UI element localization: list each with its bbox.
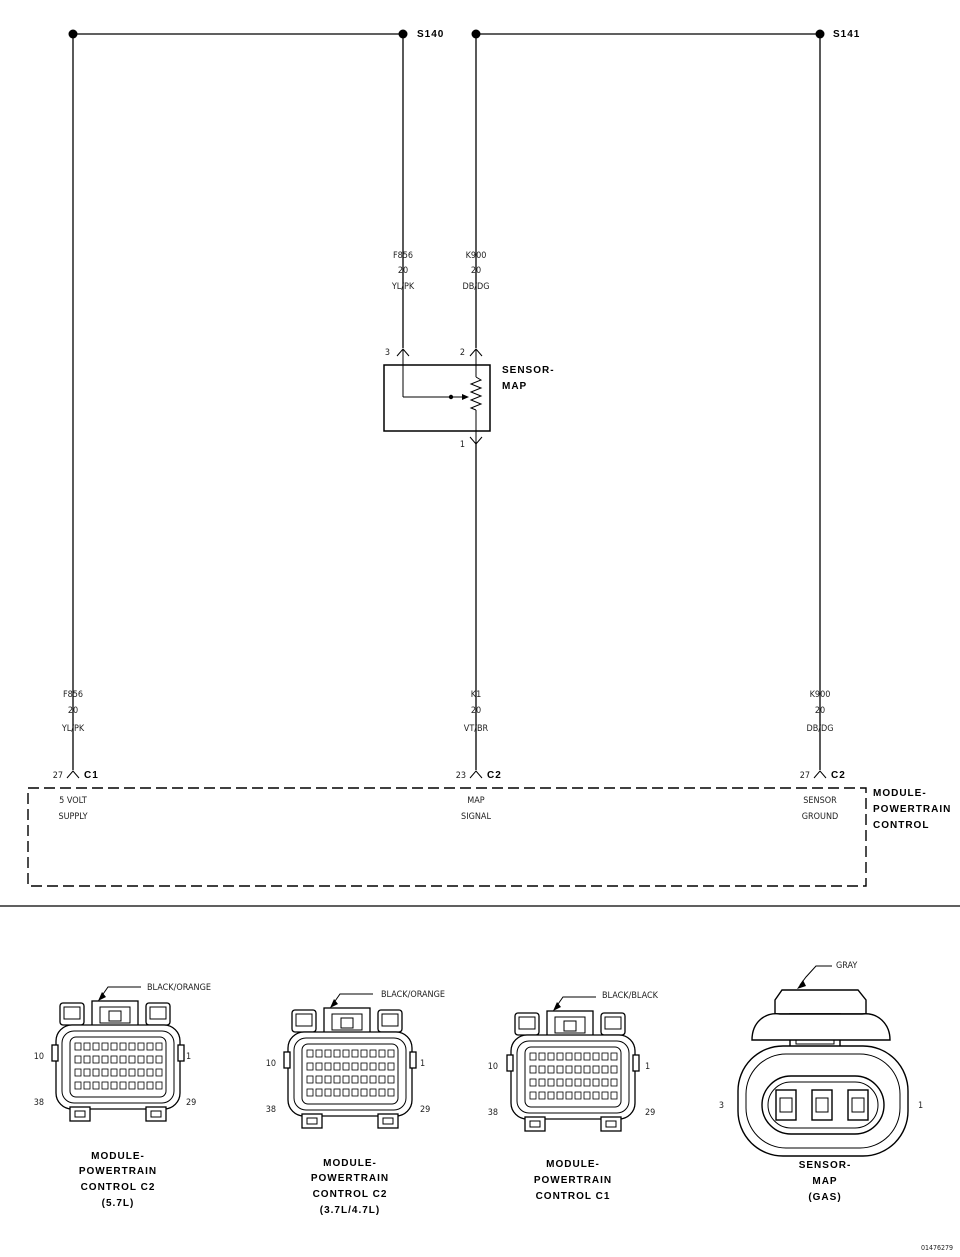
wire-label-f856-pcm: F856 20 YL/PK <box>61 690 85 734</box>
svg-text:38: 38 <box>34 1098 44 1108</box>
svg-text:29: 29 <box>186 1098 196 1108</box>
pcm-module-box <box>27 787 867 887</box>
figure-id: 01476279 <box>921 1244 953 1252</box>
svg-text:F856: F856 <box>63 690 83 700</box>
svg-text:C1: C1 <box>84 770 99 781</box>
svg-text:1: 1 <box>918 1101 923 1111</box>
connector-pcm-c2-5-7l <box>51 986 185 1122</box>
sensor-name-line2: MAP <box>502 381 527 392</box>
map-sensor: 3 2 1 SENSOR- MAP <box>383 348 555 450</box>
svg-text:1: 1 <box>186 1052 191 1062</box>
wire-label-f856-sensor: F856 20 YL/PK <box>391 251 415 292</box>
svg-text:CONTROL C1: CONTROL C1 <box>536 1191 611 1202</box>
svg-text:(5.7L): (5.7L) <box>102 1198 135 1209</box>
connector-labels-2: BLACK/ORANGE 10 1 38 29 MODULE- POWERTRA… <box>266 990 445 1216</box>
svg-text:10: 10 <box>266 1059 276 1069</box>
svg-text:F856: F856 <box>393 251 413 261</box>
svg-text:MODULE-: MODULE- <box>546 1159 600 1170</box>
svg-text:BLACK/ORANGE: BLACK/ORANGE <box>381 990 445 1000</box>
svg-text:DB/DG: DB/DG <box>806 724 833 734</box>
pcm-pin-middle: 23 C2 <box>456 770 502 781</box>
pcm-pin-left: 27 C1 <box>53 770 99 781</box>
svg-text:MAP: MAP <box>812 1176 837 1187</box>
svg-text:5 VOLT: 5 VOLT <box>59 796 87 806</box>
svg-text:VT/BR: VT/BR <box>464 724 489 734</box>
svg-text:20: 20 <box>68 706 78 716</box>
svg-text:1: 1 <box>645 1062 650 1072</box>
svg-text:SIGNAL: SIGNAL <box>461 812 491 822</box>
wire-label-k900-sensor: K900 20 DB/DG <box>462 251 489 292</box>
svg-text:POWERTRAIN: POWERTRAIN <box>534 1175 612 1186</box>
svg-text:20: 20 <box>815 706 825 716</box>
sensor-pin-2: 2 <box>460 348 465 358</box>
wire-label-k900-pcm: K900 20 DB/DG <box>806 690 833 734</box>
svg-text:POWERTRAIN: POWERTRAIN <box>79 1166 157 1177</box>
svg-text:YL/PK: YL/PK <box>391 282 415 292</box>
svg-text:BLACK/BLACK: BLACK/BLACK <box>602 991 659 1001</box>
svg-text:K900: K900 <box>810 690 831 700</box>
svg-text:10: 10 <box>488 1062 498 1072</box>
svg-text:1: 1 <box>420 1059 425 1069</box>
svg-text:YL/PK: YL/PK <box>61 724 85 734</box>
svg-text:27: 27 <box>800 771 810 781</box>
svg-text:MODULE-: MODULE- <box>91 1151 145 1162</box>
svg-text:29: 29 <box>420 1105 430 1115</box>
connector-pcm-c2-3-7l-4-7l <box>283 993 417 1129</box>
svg-text:10: 10 <box>34 1052 44 1062</box>
svg-text:POWERTRAIN: POWERTRAIN <box>873 804 951 815</box>
svg-text:SENSOR: SENSOR <box>803 796 837 806</box>
pcm-name: MODULE- POWERTRAIN CONTROL <box>873 788 951 831</box>
sensor-pin-3: 3 <box>385 348 390 358</box>
svg-text:3: 3 <box>719 1101 724 1111</box>
splice-s140: S140 <box>68 29 444 40</box>
svg-text:20: 20 <box>471 706 481 716</box>
svg-text:K900: K900 <box>466 251 487 261</box>
pcm-pin-right: 27 C2 <box>800 770 846 781</box>
svg-text:CONTROL C2: CONTROL C2 <box>81 1182 156 1193</box>
svg-text:C2: C2 <box>487 770 502 781</box>
svg-text:GROUND: GROUND <box>802 812 839 822</box>
svg-text:DB/DG: DB/DG <box>462 282 489 292</box>
svg-text:K1: K1 <box>471 690 481 700</box>
splice-label-s141: S141 <box>833 29 860 40</box>
svg-text:POWERTRAIN: POWERTRAIN <box>311 1173 389 1184</box>
svg-text:CONTROL: CONTROL <box>873 820 929 831</box>
svg-text:BLACK/ORANGE: BLACK/ORANGE <box>147 983 211 993</box>
connector-pcm-c1 <box>506 996 640 1132</box>
svg-text:38: 38 <box>266 1105 276 1115</box>
connector-labels-1: BLACK/ORANGE 10 1 38 29 MODULE- POWERTRA… <box>34 983 211 1209</box>
sensor-name-line1: SENSOR- <box>502 365 555 376</box>
svg-text:(3.7L/4.7L): (3.7L/4.7L) <box>320 1205 380 1216</box>
splice-label-s140: S140 <box>417 29 444 40</box>
svg-text:MAP: MAP <box>467 796 485 806</box>
sensor-pin-1: 1 <box>460 440 465 450</box>
connector-labels-3: BLACK/BLACK 10 1 38 29 MODULE- POWERTRAI… <box>488 991 659 1202</box>
svg-text:CONTROL C2: CONTROL C2 <box>313 1189 388 1200</box>
svg-text:38: 38 <box>488 1108 498 1118</box>
svg-text:GRAY: GRAY <box>836 961 857 971</box>
wire-label-k1-pcm: K1 20 VT/BR <box>464 690 489 734</box>
svg-text:23: 23 <box>456 771 466 781</box>
svg-text:C2: C2 <box>831 770 846 781</box>
svg-text:20: 20 <box>398 266 408 276</box>
svg-text:(GAS): (GAS) <box>808 1192 841 1203</box>
svg-text:20: 20 <box>471 266 481 276</box>
svg-text:MODULE-: MODULE- <box>323 1158 377 1169</box>
svg-text:SENSOR-: SENSOR- <box>799 1160 852 1171</box>
pcm-functions: 5 VOLT SUPPLY MAP SIGNAL SENSOR GROUND <box>58 796 838 822</box>
splice-s141: S141 <box>471 29 860 40</box>
svg-text:29: 29 <box>645 1108 655 1118</box>
connector-map-sensor: GRAY 3 1 SENSOR- MAP (GAS) <box>719 961 923 1203</box>
svg-text:SUPPLY: SUPPLY <box>58 812 87 822</box>
svg-text:27: 27 <box>53 771 63 781</box>
svg-text:MODULE-: MODULE- <box>873 788 927 799</box>
